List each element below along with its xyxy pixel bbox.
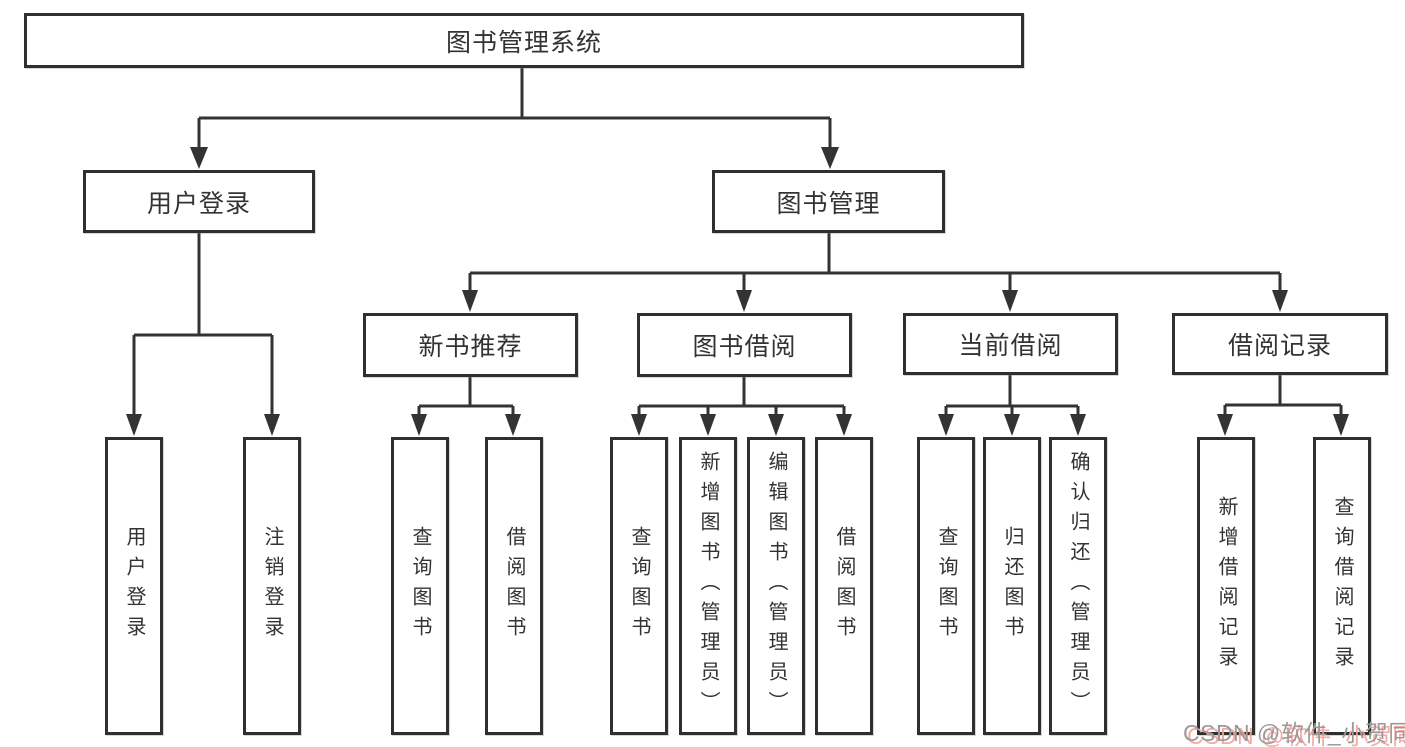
- node-label: 查询图书: [935, 526, 957, 646]
- leaf-logout: 注销登录: [243, 437, 301, 735]
- node-label: 新书推荐: [418, 333, 523, 361]
- leaf-borrow-books-recommend: 借阅图书: [485, 437, 543, 735]
- csdn-watermark: CSDN @软件_小贺同学: [1183, 720, 1405, 746]
- node-label: 图书管理: [776, 189, 881, 218]
- node-book-borrowing: 图书借阅: [637, 313, 852, 377]
- node-label: 当前借阅: [958, 332, 1063, 360]
- node-label: 新增图书（管理员）: [697, 451, 719, 721]
- node-label: 图书借阅: [692, 333, 797, 361]
- node-new-book-recommendation: 新书推荐: [363, 313, 578, 377]
- node-label: 编辑图书（管理员）: [765, 451, 787, 721]
- leaf-query-borrow-record: 查询借阅记录: [1313, 437, 1371, 735]
- leaf-return-books: 归还图书: [983, 437, 1041, 735]
- node-label: 借阅图书: [503, 526, 525, 646]
- node-label: 借阅图书: [833, 526, 855, 646]
- node-label: 借阅记录: [1227, 332, 1332, 360]
- node-borrowing-records: 借阅记录: [1172, 313, 1388, 375]
- node-label: 查询借阅记录: [1331, 496, 1353, 676]
- node-label: 查询图书: [409, 526, 431, 646]
- leaf-edit-books-admin: 编辑图书（管理员）: [747, 437, 805, 735]
- leaf-query-books-recommend: 查询图书: [391, 437, 449, 735]
- leaf-add-books-admin: 新增图书（管理员）: [679, 437, 737, 735]
- node-label: 用户登录: [123, 526, 145, 646]
- leaf-query-books-borrow: 查询图书: [610, 437, 668, 735]
- leaf-borrow-books: 借阅图书: [815, 437, 873, 735]
- node-label: 查询图书: [628, 526, 650, 646]
- leaf-add-borrow-record: 新增借阅记录: [1197, 437, 1255, 735]
- leaf-confirm-return-admin: 确认归还（管理员）: [1049, 437, 1107, 735]
- node-user-login-branch: 用户登录: [83, 170, 315, 233]
- node-library-management-system: 图书管理系统: [24, 13, 1024, 68]
- node-label: 注销登录: [261, 526, 283, 646]
- node-label: 确认归还（管理员）: [1067, 451, 1089, 721]
- leaf-query-books-current: 查询图书: [917, 437, 975, 735]
- node-book-management-branch: 图书管理: [712, 170, 945, 233]
- node-label: 新增借阅记录: [1215, 496, 1237, 676]
- node-label: 归还图书: [1001, 526, 1023, 646]
- node-current-borrowing: 当前借阅: [903, 313, 1118, 375]
- leaf-user-login: 用户登录: [105, 437, 163, 735]
- node-label: 图书管理系统: [445, 28, 602, 57]
- node-label: 用户登录: [146, 189, 251, 218]
